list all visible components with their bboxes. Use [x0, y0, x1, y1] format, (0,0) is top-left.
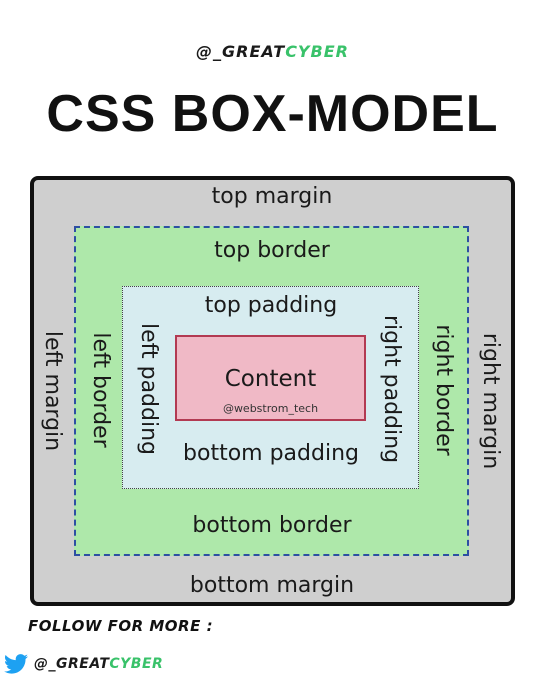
top-border-label: top border: [214, 238, 330, 263]
bottom-border-label: bottom border: [192, 513, 352, 538]
footer-handle-prefix: @_GREAT: [34, 656, 110, 672]
right-border-label: right border: [431, 324, 456, 456]
twitter-bird-icon: [4, 654, 28, 674]
content-watermark: @webstrom_tech: [222, 402, 319, 415]
top-margin-label: top margin: [211, 184, 333, 209]
left-margin-label: left margin: [40, 330, 65, 452]
page-title: CSS BOX-MODEL: [46, 85, 499, 143]
footer-handle-suffix: CYBER: [109, 656, 164, 672]
left-border-label: left border: [88, 332, 113, 448]
footer-handle: @_GREATCYBER: [34, 656, 163, 672]
right-margin-label: right margin: [478, 332, 503, 470]
content-area: [175, 335, 366, 421]
bottom-padding-label: bottom padding: [183, 441, 359, 466]
content-label: Content: [224, 366, 317, 392]
right-padding-label: right padding: [379, 314, 404, 464]
footer-handle-row: @_GREATCYBER: [4, 654, 163, 674]
top-padding-label: top padding: [204, 293, 338, 318]
top-handle: @_GREATCYBER: [0, 42, 545, 61]
top-handle-prefix: @_GREAT: [196, 42, 286, 61]
top-handle-suffix: CYBER: [285, 42, 349, 61]
left-padding-label: left padding: [136, 322, 161, 456]
bottom-margin-label: bottom margin: [189, 573, 355, 598]
follow-text: FOLLOW FOR MORE :: [28, 617, 214, 635]
